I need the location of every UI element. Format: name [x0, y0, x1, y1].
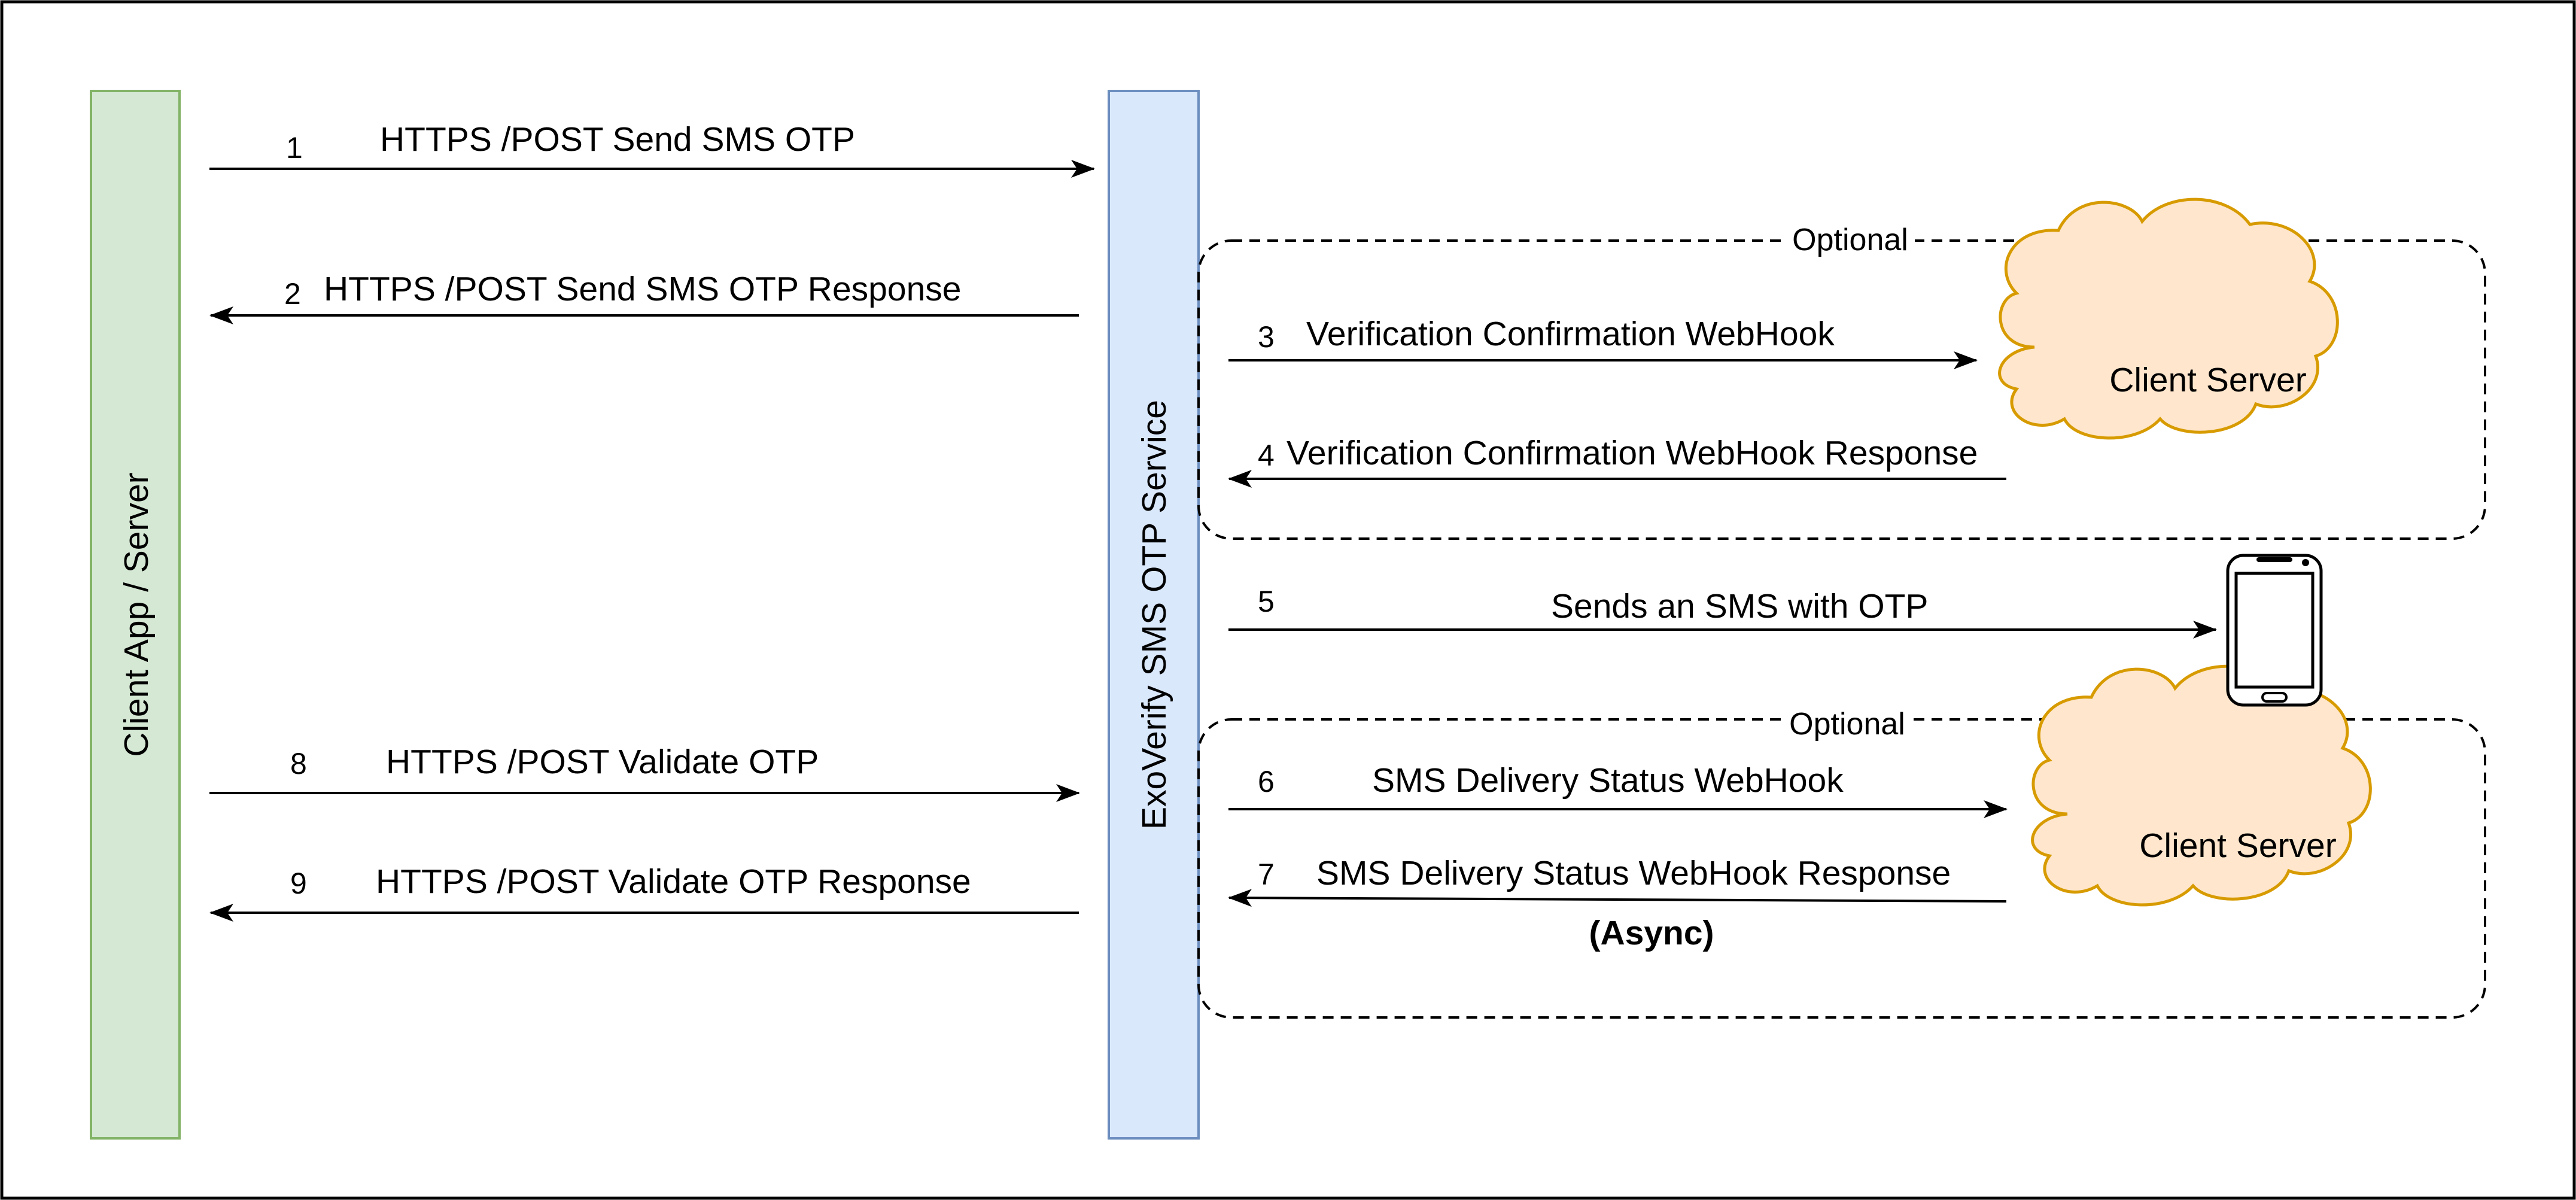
service-lane: ExoVerify SMS OTP Service — [1108, 90, 1200, 1140]
message-4-number: 4 — [1258, 439, 1275, 472]
smartphone-icon — [2226, 554, 2323, 707]
optional-group-bottom: Optional — [1197, 707, 2486, 1019]
optional-group-top: Optional — [1197, 223, 2486, 540]
message-9-number: 9 — [290, 867, 307, 900]
message-7-number: 7 — [1258, 858, 1275, 891]
client-server-cloud-bottom: Client Server — [2031, 664, 2372, 907]
optional-group-bottom-label: Optional — [1789, 707, 1905, 742]
message-8-number: 8 — [290, 747, 307, 780]
message-6-number: 6 — [1258, 765, 1275, 798]
message-6: 6 SMS Delivery Status WebHook — [1228, 761, 2008, 818]
message-5-label: Sends an SMS with OTP — [1551, 587, 1928, 625]
message-5-number: 5 — [1258, 585, 1275, 618]
message-3-number: 3 — [1258, 320, 1275, 354]
message-5: 5 Sends an SMS with OTP — [1228, 585, 2217, 639]
message-1-label: HTTPS /POST Send SMS OTP — [380, 120, 855, 159]
message-3: 3 Verification Confirmation WebHook — [1228, 315, 1978, 369]
message-9-label: HTTPS /POST Validate OTP Response — [376, 862, 971, 901]
message-8: 8 HTTPS /POST Validate OTP — [209, 743, 1080, 802]
message-8-label: HTTPS /POST Validate OTP — [386, 743, 819, 781]
message-7-note: (Async) — [1589, 914, 1714, 952]
message-4: 4 Verification Confirmation WebHook Resp… — [1228, 434, 2006, 488]
message-7-arrow — [1228, 889, 2007, 907]
client-server-cloud-top: Client Server — [1998, 198, 2339, 440]
service-lane-label: ExoVerify SMS OTP Service — [1135, 400, 1173, 830]
client-lane-label: Client App / Server — [117, 472, 156, 757]
message-4-label: Verification Confirmation WebHook Respon… — [1287, 434, 1978, 472]
message-2-number: 2 — [284, 277, 301, 311]
message-7: 7 SMS Delivery Status WebHook Response (… — [1228, 854, 2007, 952]
message-3-label: Verification Confirmation WebHook — [1306, 315, 1835, 353]
message-6-label: SMS Delivery Status WebHook — [1372, 761, 1844, 800]
message-2-label: HTTPS /POST Send SMS OTP Response — [324, 270, 961, 308]
message-1-number: 1 — [286, 131, 303, 165]
message-7-label: SMS Delivery Status WebHook Response — [1316, 854, 1951, 892]
message-1: 1 HTTPS /POST Send SMS OTP — [209, 120, 1095, 178]
client-server-label-top: Client Server — [2109, 361, 2306, 399]
client-lane: Client App / Server — [90, 90, 181, 1140]
client-server-label-bottom: Client Server — [2139, 827, 2336, 865]
message-2: 2 HTTPS /POST Send SMS OTP Response — [209, 270, 1079, 324]
optional-group-top-label: Optional — [1792, 223, 1908, 257]
message-9: 9 HTTPS /POST Validate OTP Response — [209, 862, 1079, 922]
